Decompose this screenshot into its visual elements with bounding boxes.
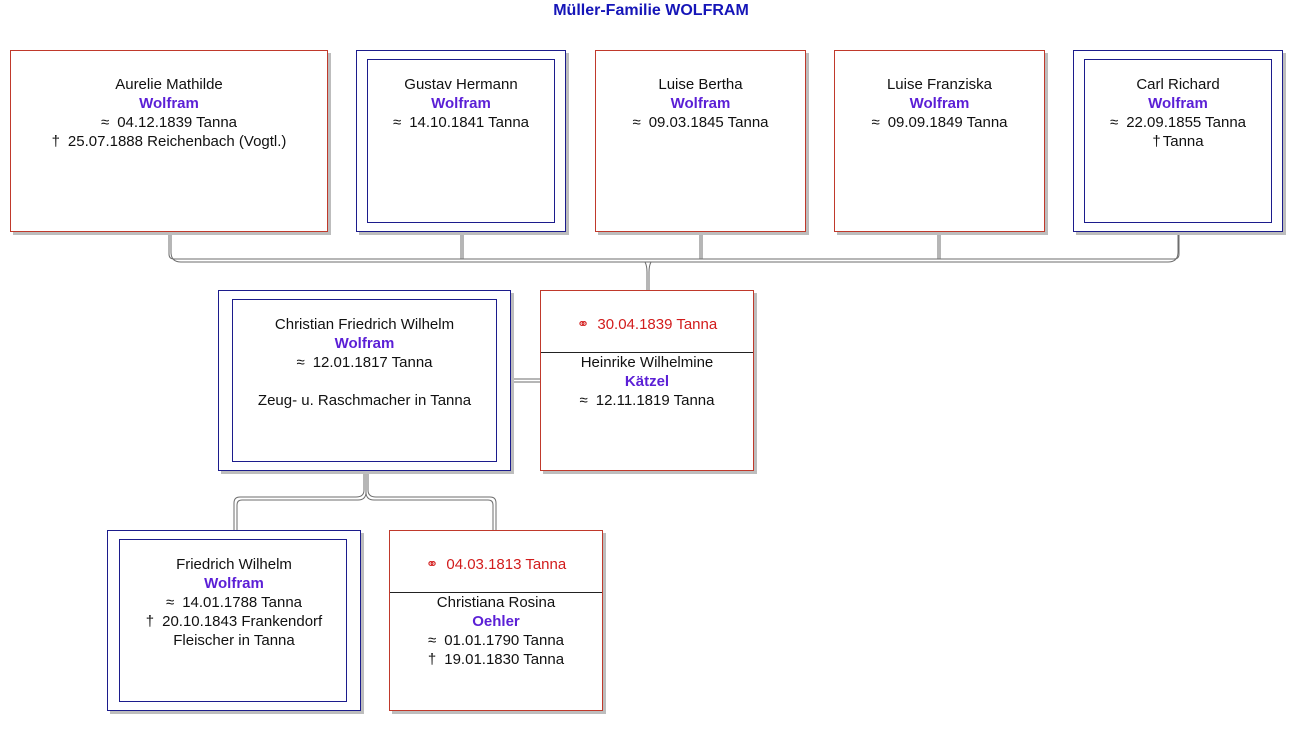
surname: Wolfram xyxy=(204,575,264,592)
death-place: Tanna xyxy=(1162,133,1204,150)
given-name: Carl Richard xyxy=(1136,76,1220,93)
birth-icon: ≈ xyxy=(100,114,110,131)
birth-icon: ≈ xyxy=(427,632,437,649)
birth-date: 01.01.1790 Tanna xyxy=(444,632,565,649)
surname: Wolfram xyxy=(139,95,199,112)
birth-icon: ≈ xyxy=(392,114,402,131)
spouse-card[interactable]: ⚭ 30.04.1839 Tanna Heinrike Wilhelmine Kä… xyxy=(540,290,754,471)
death-date: 19.01.1830 Tanna xyxy=(444,651,565,668)
marriage-date: 30.04.1839 Tanna xyxy=(597,316,718,333)
mother-card[interactable]: ⚭ 04.03.1813 Tanna Christiana Rosina Oehl… xyxy=(389,530,603,711)
death-icon: † xyxy=(145,613,155,630)
surname: Wolfram xyxy=(909,95,970,112)
occupation: Zeug- u. Raschmacher in Tanna xyxy=(257,392,472,409)
male-inner-frame xyxy=(119,539,347,702)
focus-person-card[interactable]: Christian Friedrich Wilhelm Wolfram ≈12.… xyxy=(218,290,511,471)
birth-date: 12.11.1819 Tanna xyxy=(595,392,715,409)
surname: Kätzel xyxy=(624,373,670,390)
birth-date: 14.01.1788 Tanna xyxy=(182,594,303,611)
death-date: 25.07.1888 Reichenbach (Vogtl.) xyxy=(67,133,287,150)
given-name: Friedrich Wilhelm xyxy=(176,556,292,573)
card-divider xyxy=(390,592,602,593)
given-name: Christiana Rosina xyxy=(436,594,556,611)
surname: Wolfram xyxy=(334,335,395,352)
birth-date: 12.01.1817 Tanna xyxy=(312,354,433,371)
birth-icon: ≈ xyxy=(871,114,880,131)
surname: Wolfram xyxy=(431,95,491,112)
birth-date: 14.10.1841 Tanna xyxy=(409,114,530,131)
marriage-rings-icon: ⚭ xyxy=(576,316,590,333)
surname: Wolfram xyxy=(1148,95,1208,112)
birth-icon: ≈ xyxy=(632,114,641,131)
male-inner-frame xyxy=(232,299,497,462)
occupation: Fleischer in Tanna xyxy=(173,632,295,649)
death-icon: † xyxy=(51,133,60,150)
marriage-rings-icon: ⚭ xyxy=(425,556,439,573)
death-icon: † xyxy=(427,651,437,668)
birth-icon: ≈ xyxy=(1109,114,1119,131)
birth-date: 22.09.1855 Tanna xyxy=(1126,114,1247,131)
birth-date: 04.12.1839 Tanna xyxy=(117,114,238,131)
father-card[interactable]: Friedrich Wilhelm Wolfram ≈14.01.1788 Ta… xyxy=(107,530,361,711)
birth-icon: ≈ xyxy=(165,594,175,611)
card-divider xyxy=(541,352,753,353)
child-card-gustav-hermann[interactable]: Gustav Hermann Wolfram ≈14.10.1841 Tanna xyxy=(356,50,566,232)
child-card-luise-franziska[interactable]: Luise Franziska Wolfram ≈09.09.1849 Tann… xyxy=(834,50,1045,232)
death-date: 20.10.1843 Frankendorf xyxy=(162,613,323,630)
child-card-aurelie-mathilde[interactable]: Aurelie Mathilde Wolfram ≈04.12.1839 Tan… xyxy=(10,50,328,232)
surname: Wolfram xyxy=(670,95,731,112)
birth-date: 09.03.1845 Tanna xyxy=(648,114,769,131)
given-name: Heinrike Wilhelmine xyxy=(580,354,714,371)
page-title: Müller-Familie WOLFRAM xyxy=(553,2,749,19)
male-inner-frame xyxy=(1084,59,1272,223)
birth-icon: ≈ xyxy=(579,392,588,409)
surname: Oehler xyxy=(472,613,520,630)
given-name: Gustav Hermann xyxy=(404,76,518,93)
child-card-carl-richard[interactable]: Carl Richard Wolfram ≈22.09.1855 Tanna †… xyxy=(1073,50,1283,232)
marriage-date: 04.03.1813 Tanna xyxy=(446,556,567,573)
given-name: Luise Bertha xyxy=(658,76,743,93)
male-inner-frame xyxy=(367,59,555,223)
death-icon: † xyxy=(1152,133,1161,150)
given-name: Luise Franziska xyxy=(886,76,993,93)
child-card-luise-bertha[interactable]: Luise Bertha Wolfram ≈09.03.1845 Tanna xyxy=(595,50,806,232)
birth-date: 09.09.1849 Tanna xyxy=(887,114,1008,131)
given-name: Aurelie Mathilde xyxy=(115,76,223,93)
birth-icon: ≈ xyxy=(296,354,305,371)
given-name: Christian Friedrich Wilhelm xyxy=(274,316,455,333)
